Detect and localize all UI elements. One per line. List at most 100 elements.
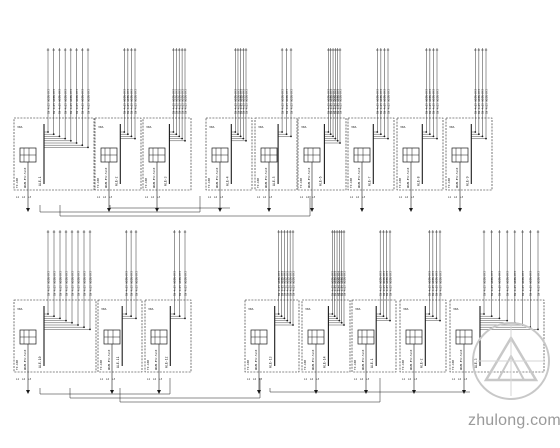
feeder-label: 1N 4x25 WDZN-BYJ bbox=[288, 271, 292, 296]
breaker-label: TZ-100 bbox=[15, 178, 19, 188]
rating-label: 30A bbox=[248, 307, 254, 311]
breaker-node bbox=[89, 328, 91, 331]
feeder-label: 1N 4x25 WDZN-BYJ bbox=[338, 89, 342, 114]
panel-enclosure bbox=[445, 117, 493, 191]
rating-label: 30A bbox=[101, 307, 107, 311]
breaker-node bbox=[283, 317, 286, 320]
phase-label: L3 bbox=[414, 377, 418, 381]
feeder-label: 1N 4x25 WDZN-BYJ bbox=[134, 271, 138, 296]
breaker-node bbox=[477, 133, 480, 136]
incoming-arrow-icon bbox=[360, 208, 364, 212]
feeder-label: 1N 4x25 WDZN-BYJ bbox=[484, 89, 488, 114]
breaker-node bbox=[47, 131, 49, 133]
breaker-node bbox=[87, 146, 89, 149]
breaker-label: TZ-100 bbox=[401, 360, 405, 370]
feeder-label: 1N 4x25 WDZN-BYJ bbox=[70, 271, 74, 296]
incoming-arrow-icon bbox=[110, 390, 114, 394]
phase-label: L3 bbox=[112, 377, 116, 381]
feeder-label: 1N 4x25 WDZN-BYJ bbox=[81, 89, 85, 114]
panel-enclosure bbox=[297, 117, 347, 191]
phase-label: L3 bbox=[269, 195, 273, 199]
phase-label: L2 bbox=[263, 195, 267, 199]
breaker-node bbox=[175, 133, 178, 136]
breaker-node bbox=[483, 313, 485, 315]
breaker-node bbox=[336, 139, 339, 142]
breaker-node bbox=[537, 328, 539, 331]
feeder-label: 1N 4x25 WDZN-BYJ bbox=[285, 89, 289, 114]
phase-label: L1 bbox=[304, 377, 308, 381]
panel-name-label: ALE-12 bbox=[164, 356, 168, 368]
feeder-label: 1N 4x25 WDZN-BYJ bbox=[236, 89, 240, 114]
breaker-node bbox=[135, 317, 137, 320]
cable-label: WDZN-BYJ-5x10 bbox=[307, 167, 311, 188]
panel-name-label: ALE-5 bbox=[272, 176, 276, 186]
phase-label: L3 bbox=[259, 377, 263, 381]
interconnect-cable bbox=[269, 388, 470, 393]
breaker-node bbox=[130, 135, 133, 138]
rating-label: 30A bbox=[403, 307, 409, 311]
feeder-label: 1N 4x25 WDZN-BYJ bbox=[75, 89, 79, 114]
incoming-arrow-icon bbox=[218, 208, 222, 212]
breaker-node bbox=[65, 319, 67, 322]
panel-enclosure bbox=[347, 117, 395, 191]
cable-label: WDZN-BYJ-5x10 bbox=[409, 349, 413, 370]
feeder-label: 1N 4x25 WDZN-BYJ bbox=[82, 271, 86, 296]
breaker-label: TZ-100 bbox=[349, 178, 353, 188]
feeder-label: 1N 4x25 WDZN-BYJ bbox=[521, 271, 525, 296]
panel-name-label: ALE-11 bbox=[116, 356, 120, 368]
breaker-node bbox=[385, 317, 388, 320]
breaker-node bbox=[289, 321, 292, 324]
feeder-label: 1N 4x25 WDZN-BYJ bbox=[383, 89, 387, 114]
rating-label: 30A bbox=[351, 125, 357, 129]
feeder-label: 1N 4x25 WDZN-BYJ bbox=[482, 271, 486, 296]
breaker-node bbox=[338, 319, 341, 322]
panel-enclosure bbox=[449, 299, 545, 373]
breaker-node bbox=[178, 135, 181, 138]
incoming-arrow-icon bbox=[267, 208, 271, 212]
breaker-node bbox=[383, 135, 386, 138]
panel-name-label: ALE-2 bbox=[419, 358, 423, 368]
feeder-label: 1N 4x25 WDZN-BYJ bbox=[376, 89, 380, 114]
rating-label: 30A bbox=[17, 125, 23, 129]
rating-label: 30A bbox=[355, 307, 361, 311]
cable-label: WDZN-BYJ-5x10 bbox=[361, 349, 365, 370]
cable-label: WDZN-BYJ-5x10 bbox=[254, 349, 258, 370]
breaker-node bbox=[47, 313, 49, 315]
panel-enclosure bbox=[396, 117, 444, 191]
breaker-node bbox=[52, 133, 55, 136]
feeder-label: 1N 4x25 WDZN-BYJ bbox=[513, 271, 517, 296]
feeder-label: 1N 4x25 WDZN-BYJ bbox=[46, 89, 50, 114]
panel-name-label: ALE-4 bbox=[225, 176, 229, 186]
phase-label: L1 bbox=[354, 377, 358, 381]
feeder-label: 1N 4x25 WDZN-BYJ bbox=[327, 89, 331, 114]
panel-enclosure bbox=[94, 117, 142, 191]
incoming-arrow-icon bbox=[409, 208, 413, 212]
feeder-label: 1N 4x25 WDZN-BYJ bbox=[505, 271, 509, 296]
breaker-node bbox=[75, 142, 78, 144]
phase-label: L2 bbox=[310, 377, 314, 381]
cable-label: WDZN-BYJ-5x10 bbox=[107, 349, 111, 370]
breaker-node bbox=[474, 131, 477, 133]
panel-enclosure bbox=[254, 117, 298, 191]
feeder-label: 1N 4x25 WDZN-BYJ bbox=[435, 89, 439, 114]
feeder-label: 1N 4x25 WDZN-BYJ bbox=[242, 89, 246, 114]
feeder-label: 1N 4x25 WDZN-BYJ bbox=[52, 89, 56, 114]
phase-label: L2 bbox=[253, 377, 257, 381]
watermark-logo-icon bbox=[472, 322, 550, 400]
incoming-arrow-icon bbox=[155, 208, 159, 212]
feeder-label: 1N 4x25 WDZN-BYJ bbox=[239, 89, 243, 114]
interconnect-cable bbox=[119, 378, 381, 403]
breaker-node bbox=[83, 326, 85, 329]
phase-label: L1 bbox=[399, 195, 403, 199]
feeder-label: 1N 4x25 WDZN-BYJ bbox=[123, 89, 127, 114]
feeder-label: 1N 4x25 WDZN-BYJ bbox=[490, 271, 494, 296]
breaker-node bbox=[130, 315, 133, 318]
